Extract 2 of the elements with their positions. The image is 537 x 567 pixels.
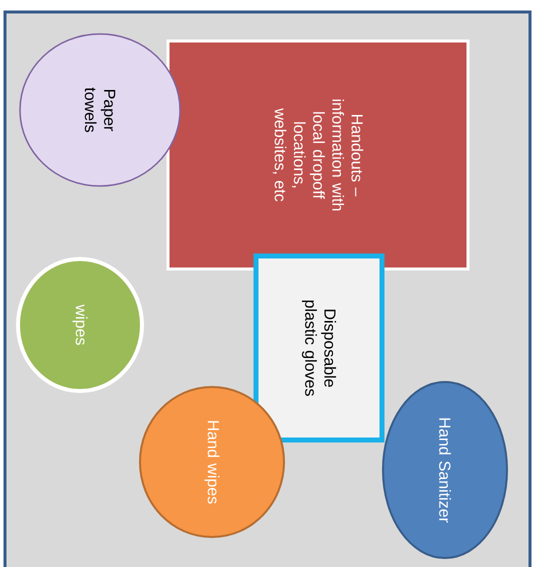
text-box: Disposable plastic gloves: [254, 254, 384, 442]
text-box: Handouts – information with local dropoff locations, websites, etc: [166, 40, 470, 270]
